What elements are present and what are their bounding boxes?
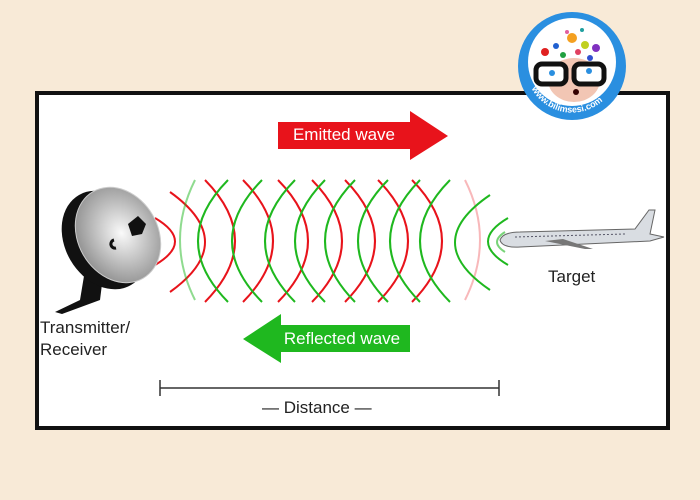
emitted-wave-arc <box>344 179 376 303</box>
emitted-wave-arc <box>311 179 343 303</box>
reflected-wave-arrow <box>243 314 410 363</box>
reflected-wave-arc <box>357 179 389 303</box>
radar-dish-icon <box>55 186 162 314</box>
reflected-wave-arc <box>179 179 196 301</box>
emitted-wave-arc <box>464 179 481 301</box>
emitted-wave-arrow <box>278 111 448 160</box>
emitted-wave-arc <box>169 191 206 293</box>
emitted-wave-arc <box>411 179 443 303</box>
reflected-wave-arc <box>389 179 421 303</box>
target-label: Target <box>548 267 596 286</box>
reflected-wave-arc <box>294 179 326 303</box>
reflected-wave-arc <box>419 179 451 303</box>
reflected-wave-arc <box>197 179 229 303</box>
reflected-wave-label: Reflected wave <box>283 329 401 348</box>
reflected-wave-arc <box>487 217 509 266</box>
reflected-wave-arc <box>264 179 296 303</box>
wave-arcs <box>154 179 509 303</box>
reflected-wave-arc <box>454 194 491 291</box>
distance-label: — Distance — <box>262 398 372 417</box>
emitted-wave-arc <box>154 217 176 266</box>
bilimsesi-logo: www.bilimsesi.com <box>518 12 626 120</box>
receiver-label: Receiver <box>40 340 108 359</box>
transmitter-label: Transmitter/ <box>40 318 131 337</box>
reflected-wave-arc <box>324 179 356 303</box>
reflected-wave-arc <box>231 179 263 303</box>
distance-measure <box>159 380 500 396</box>
airplane-target-icon <box>499 209 665 249</box>
emitted-wave-arc <box>277 179 309 303</box>
emitted-wave-arc <box>242 179 274 303</box>
emitted-wave-arc <box>204 179 236 303</box>
emitted-wave-label: Emitted wave <box>292 125 396 144</box>
emitted-wave-arc <box>377 179 409 303</box>
reflected-wave-arc <box>496 231 506 253</box>
